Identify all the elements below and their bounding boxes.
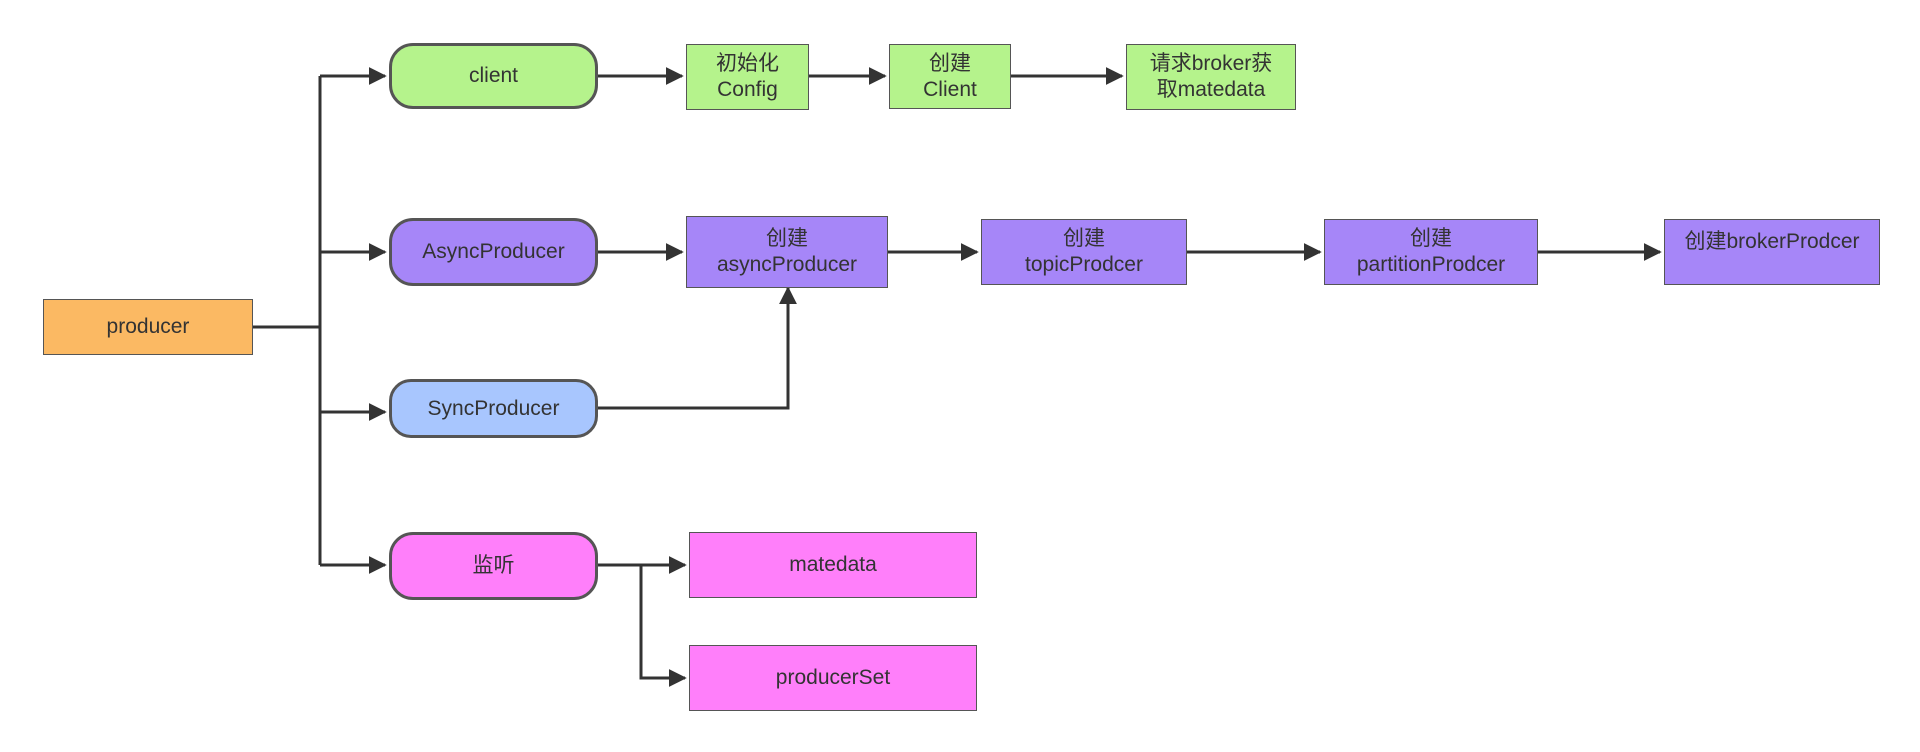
node-label-line: 创建 (1410, 227, 1452, 250)
node-label-line: client (468, 64, 519, 87)
node-label-line: topicProdcer (1025, 253, 1143, 276)
node-label-line: 创建 (766, 227, 808, 250)
node-request-metadata[interactable]: 请求broker获取matedata (1126, 44, 1296, 110)
node-async-producer[interactable]: AsyncProducer (389, 218, 598, 286)
node-label-line: 初始化 (716, 52, 779, 75)
node-label-line: 创建 (929, 51, 971, 75)
node-label-line: 取matedata (1156, 78, 1266, 101)
node-create-async-producer[interactable]: 创建 asyncProducer (686, 216, 888, 288)
node-label-line: asyncProducer (716, 253, 858, 276)
edge-sync-producer-to-create-async[interactable] (598, 286, 797, 410)
node-label-line: producerSet (775, 666, 891, 689)
node-matedata[interactable]: matedata (689, 532, 977, 598)
node-sync-producer[interactable]: SyncProducer (389, 379, 598, 438)
node-listen[interactable]: 监听 (389, 532, 598, 600)
node-producer[interactable]: producer (43, 299, 253, 355)
node-label-line: Config (717, 78, 778, 101)
node-create-broker-producer[interactable]: 创建brokerProdcer (1664, 219, 1880, 285)
node-client[interactable]: client (389, 43, 598, 109)
node-producer-set[interactable]: producerSet (689, 645, 977, 711)
node-init-config[interactable]: 初始化 Config (686, 44, 809, 110)
node-label-line: 请求broker获 (1149, 52, 1273, 75)
node-label-line: 创建brokerProdcer (1684, 230, 1860, 253)
edge-listen-to-producer-set[interactable] (639, 565, 687, 687)
node-label-line: 创建 (1063, 227, 1105, 250)
node-label-line: 监听 (472, 554, 515, 577)
node-create-topic-producer[interactable]: 创建 topicProdcer (981, 219, 1187, 285)
node-label-line: AsyncProducer (422, 240, 565, 263)
node-label-line: Client (923, 77, 977, 101)
node-label-line: SyncProducer (427, 396, 560, 420)
node-label-line: matedata (789, 553, 877, 576)
node-label-line: producer (106, 315, 190, 338)
node-label-line: partitionProdcer (1356, 253, 1506, 276)
node-create-partition-producer[interactable]: 创建 partitionProdcer (1324, 219, 1538, 285)
